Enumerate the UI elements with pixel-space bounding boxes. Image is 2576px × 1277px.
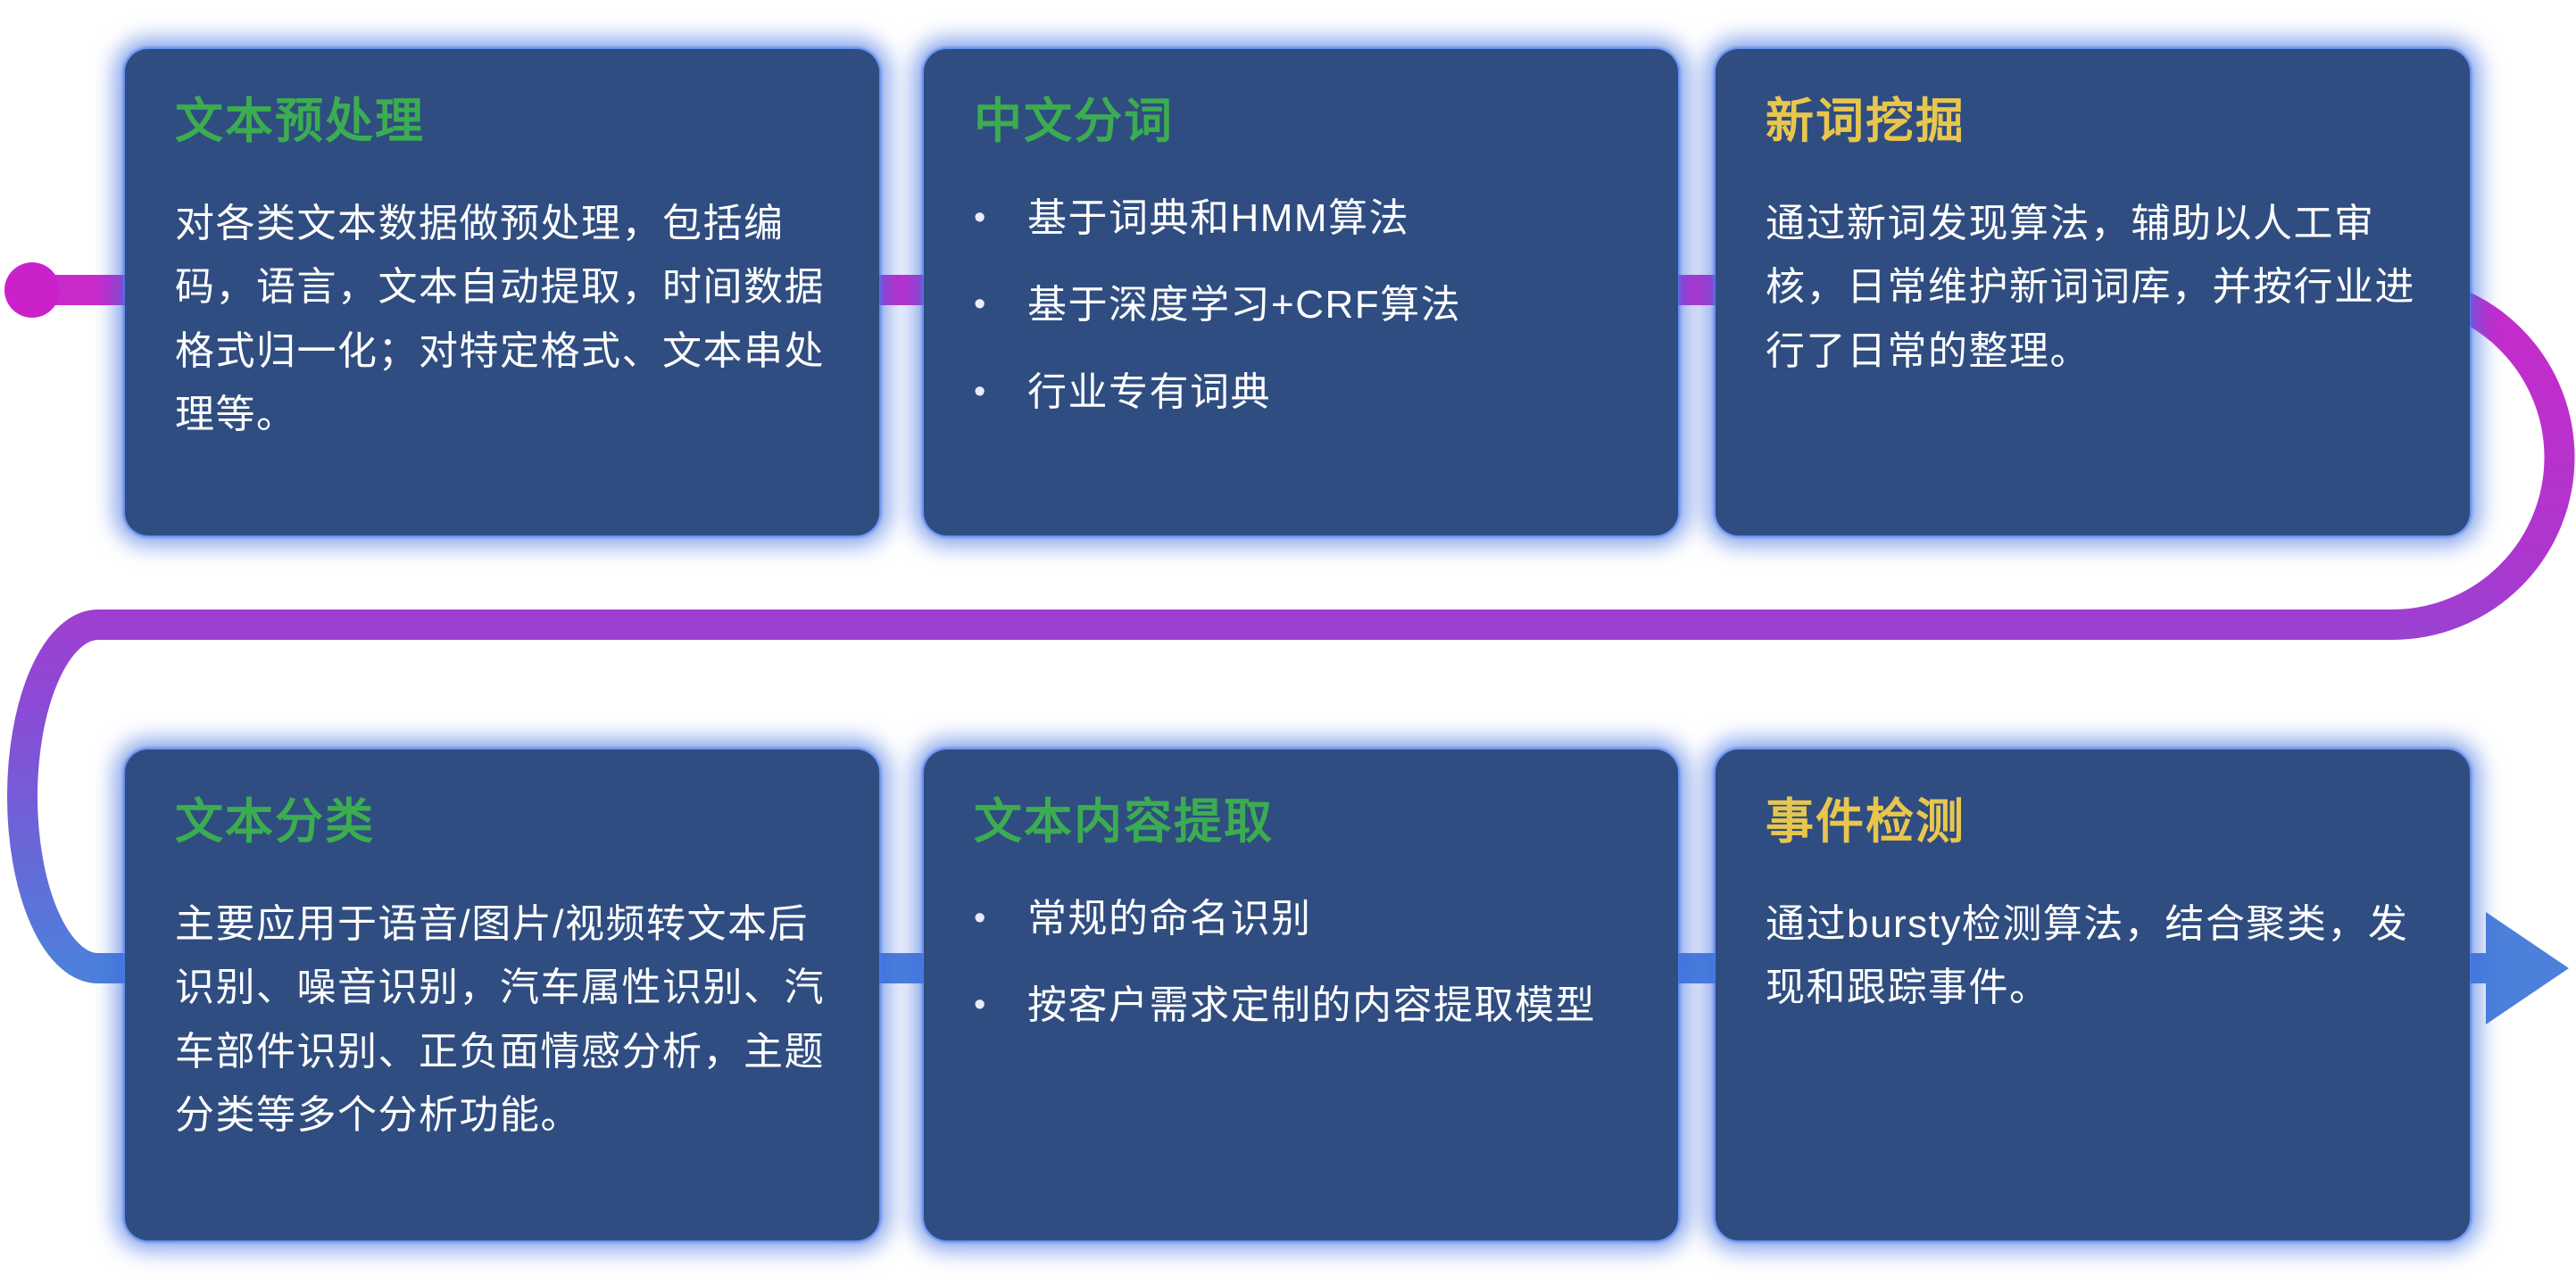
flow-start-dot-icon [4, 262, 60, 318]
bullet-list: • 基于词典和HMM算法 • 基于深度学习+CRF算法 • 行业专有词典 [974, 192, 1628, 419]
card-title: 文本分类 [175, 795, 375, 849]
bullet-item: • 按客户需求定制的内容提取模型 [974, 979, 1628, 1032]
bullet-dot-icon: • [974, 286, 987, 324]
flow-line [7, 275, 2575, 983]
card-text: 通过新词发现算法，辅助以人工审核，日常维护新词词库，并按行业进行了日常的整理。 [1766, 202, 2415, 373]
bullet-text: 基于词典和HMM算法 [1027, 196, 1410, 241]
card-text-content-extraction: 文本内容提取 • 常规的命名识别 • 按客户需求定制的内容提取模型 [924, 750, 1678, 1240]
bullet-dot-icon: • [974, 199, 987, 237]
card-title: 新词挖掘 [1766, 95, 1965, 148]
card-title: 文本预处理 [175, 95, 425, 148]
bullet-dot-icon: • [974, 900, 987, 938]
card-title: 中文分词 [974, 95, 1174, 148]
card-title: 事件检测 [1766, 795, 1965, 849]
bullet-item: • 常规的命名识别 [974, 892, 1628, 945]
bullet-text: 基于深度学习+CRF算法 [1027, 283, 1462, 328]
card-chinese-word-segmentation: 中文分词 • 基于词典和HMM算法 • 基于深度学习+CRF算法 • 行业专有词… [924, 49, 1678, 535]
bullet-dot-icon: • [974, 372, 987, 410]
card-event-detection: 事件检测 通过bursty检测算法，结合聚类，发现和跟踪事件。 [1716, 750, 2470, 1240]
arrow-right-icon [2486, 912, 2569, 1024]
bullet-dot-icon: • [974, 986, 987, 1024]
card-text: 通过bursty检测算法，结合聚类，发现和跟踪事件。 [1766, 902, 2409, 1010]
bullet-item: • 基于词典和HMM算法 [974, 192, 1628, 245]
card-title: 文本内容提取 [974, 795, 1274, 849]
bullet-item: • 基于深度学习+CRF算法 [974, 278, 1628, 331]
card-text: 主要应用于语音/图片/视频转文本后识别、噪音识别，汽车属性识别、汽车部件识别、正… [175, 902, 825, 1137]
bullet-list: • 常规的命名识别 • 按客户需求定制的内容提取模型 [974, 892, 1628, 1032]
card-text: 对各类文本数据做预处理，包括编码，语言，文本自动提取，时间数据格式归一化；对特定… [175, 202, 825, 436]
bullet-text: 行业专有词典 [1027, 369, 1271, 414]
card-new-word-mining: 新词挖掘 通过新词发现算法，辅助以人工审核，日常维护新词词库，并按行业进行了日常… [1716, 49, 2470, 535]
card-text-preprocessing: 文本预处理 对各类文本数据做预处理，包括编码，语言，文本自动提取，时间数据格式归… [125, 49, 879, 535]
bullet-text: 按客户需求定制的内容提取模型 [1027, 983, 1596, 1028]
bullet-item: • 行业专有词典 [974, 366, 1628, 419]
card-text-classification: 文本分类 主要应用于语音/图片/视频转文本后识别、噪音识别，汽车属性识别、汽车部… [125, 750, 879, 1240]
bullet-text: 常规的命名识别 [1027, 897, 1312, 941]
